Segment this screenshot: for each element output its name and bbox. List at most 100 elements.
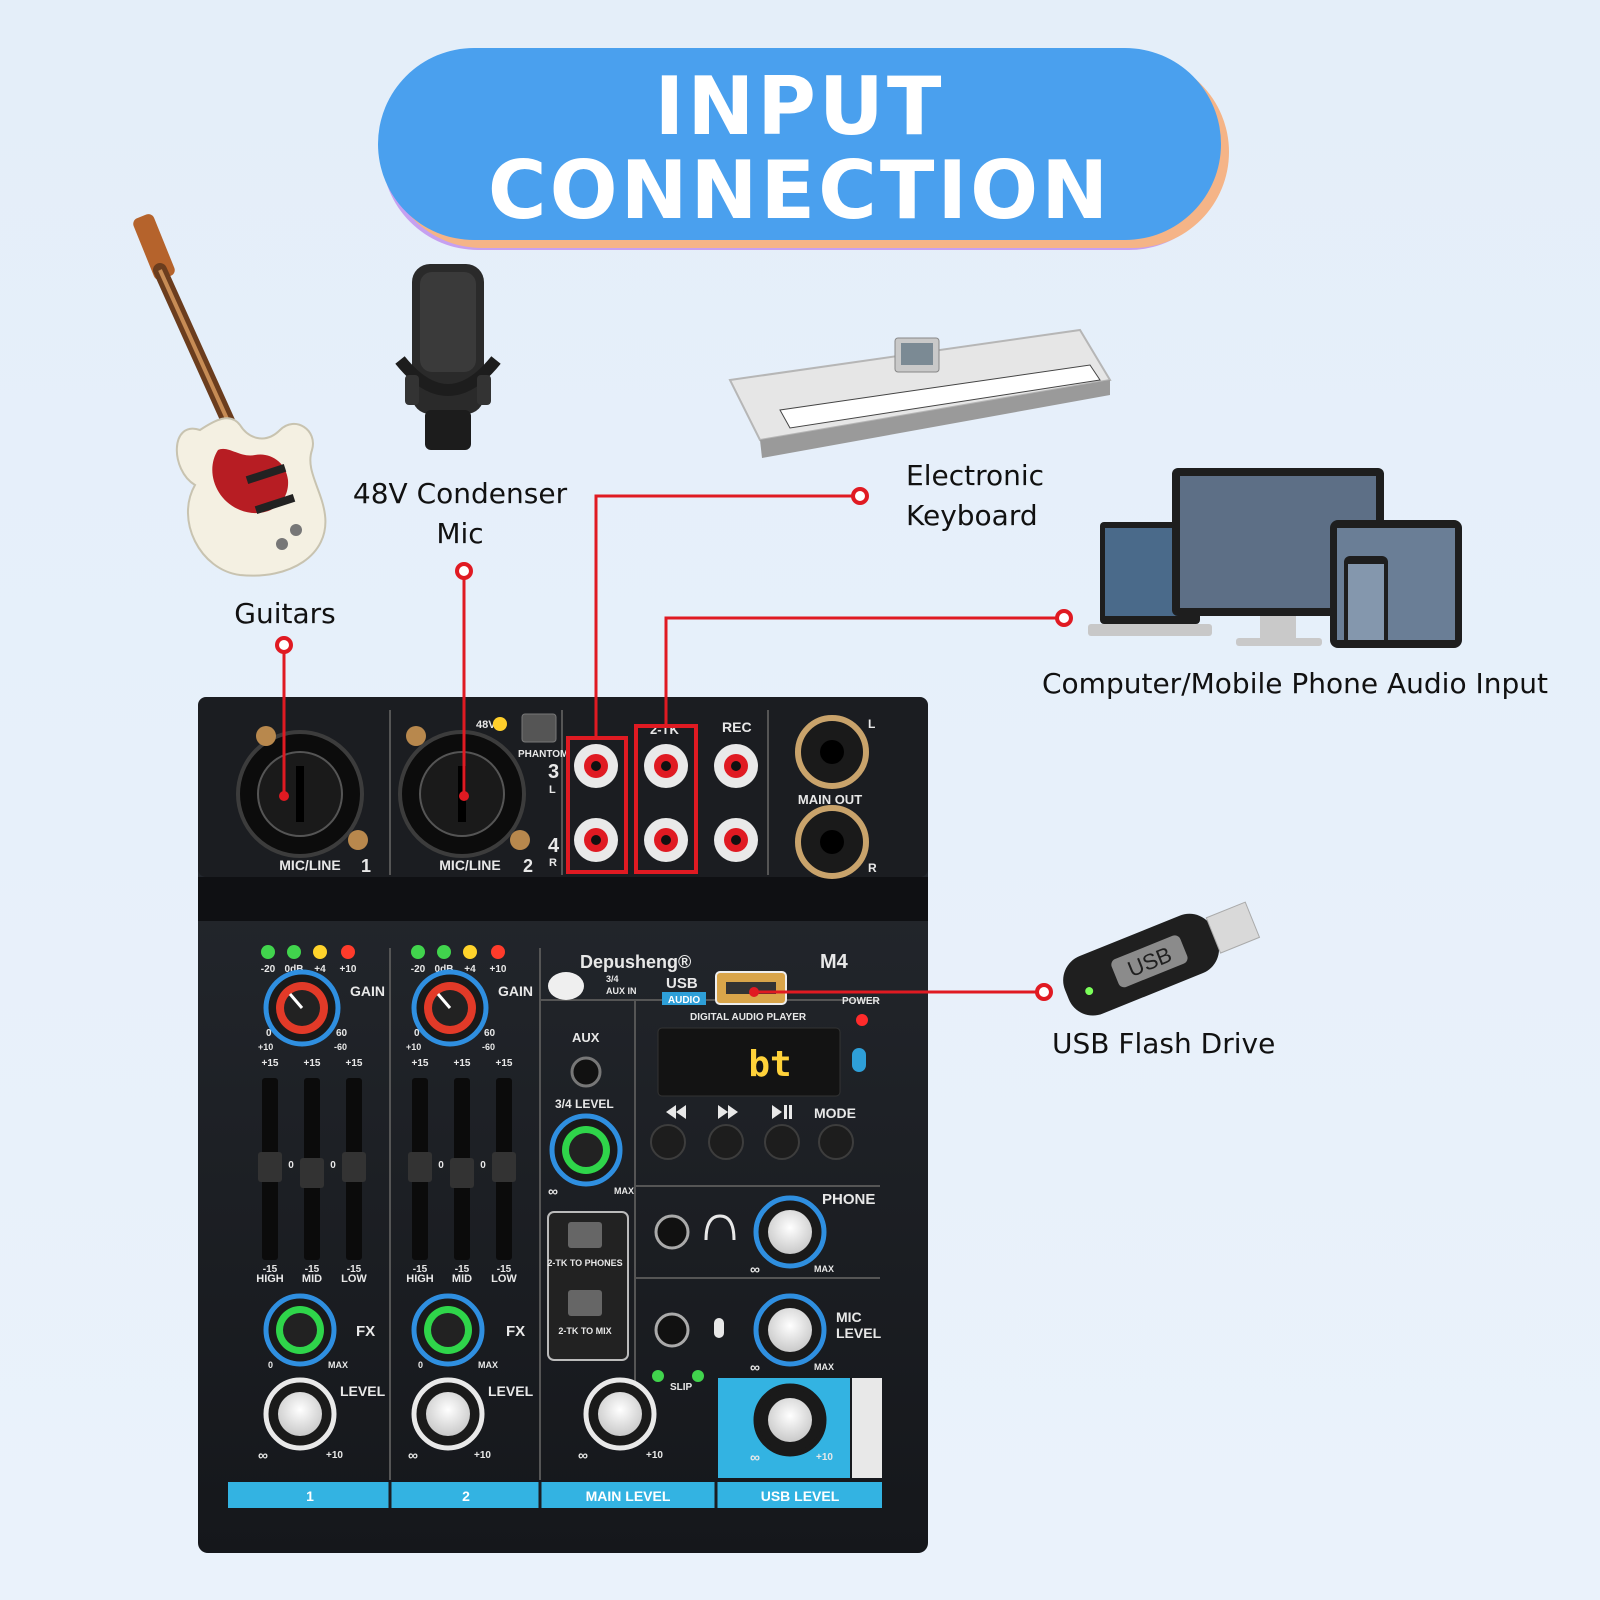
- ch2-eq-bot-1: -15: [413, 1264, 428, 1275]
- ch2-band-low: LOW: [491, 1273, 517, 1285]
- ch1-level-label: LEVEL: [340, 1383, 386, 1399]
- phone-label: PHONE: [822, 1191, 875, 1208]
- headphone-icon: [704, 1214, 736, 1241]
- condenser-mic-icon: [395, 264, 501, 450]
- aux-select-button[interactable]: [548, 972, 584, 1000]
- mode-button[interactable]: [818, 1124, 854, 1160]
- keyboard-label-line2: Keyboard: [906, 499, 1038, 532]
- main-level-max: +10: [646, 1450, 663, 1461]
- phone-max: MAX: [814, 1264, 834, 1274]
- center-section: Depusheng® M4 3/4 AUX IN AUX 3/4 LEVEL ∞…: [547, 951, 882, 1478]
- ch1-fx-label: FX: [356, 1323, 375, 1340]
- ch2-eq-high-slider[interactable]: [408, 1152, 432, 1182]
- mic-level-label-1: MIC: [836, 1309, 862, 1325]
- usb-stick-icon: USB: [1063, 901, 1261, 1016]
- ch2-eq-mid-slider[interactable]: [450, 1158, 474, 1188]
- ch2-level-min: ∞: [408, 1447, 418, 1463]
- ch2-gain-min-b: +10: [406, 1042, 421, 1052]
- ch2-meter-2: 0dB: [435, 964, 454, 975]
- bluetooth-icon: [852, 1048, 866, 1072]
- connector-dots: [275, 487, 1073, 1001]
- input-jack-1[interactable]: [236, 726, 368, 858]
- phone-jack[interactable]: [654, 1214, 690, 1250]
- brand-label: Depusheng®: [580, 952, 691, 972]
- ch1-fx-min: 0: [268, 1360, 273, 1370]
- ch1-meter-2: 0dB: [285, 964, 304, 975]
- rca-34-jacks[interactable]: [574, 744, 618, 862]
- rec-label: REC: [722, 719, 752, 735]
- phantom-button[interactable]: [521, 713, 557, 743]
- ch1-level-max: +10: [326, 1450, 343, 1461]
- usb-label-mixer: USB: [666, 975, 698, 992]
- ch1-eq-zero-1: 0: [288, 1160, 294, 1171]
- computer-label: Computer/Mobile Phone Audio Input: [1042, 667, 1548, 700]
- ch2-fx-max: MAX: [478, 1360, 498, 1370]
- phantom-led: [493, 717, 507, 731]
- ch1-eq-bot-3: -15: [347, 1264, 362, 1275]
- mic-level-max: MAX: [814, 1362, 834, 1372]
- ch1-gain-min: 0: [266, 1028, 272, 1039]
- ch1-eq-top-3: +15: [346, 1058, 363, 1069]
- mic-label-line2: Mic: [436, 517, 484, 550]
- level34-min: ∞: [548, 1183, 558, 1199]
- strip-label-1: 1: [306, 1488, 314, 1504]
- 2tk-phones-button[interactable]: [568, 1222, 602, 1248]
- keyboard-icon: [728, 328, 1112, 458]
- ch2-gain-min: 0: [414, 1028, 420, 1039]
- ch1-gain-max: 60: [336, 1028, 348, 1039]
- ch2-gain-max: 60: [484, 1028, 496, 1039]
- ch1-eq-top-2: +15: [304, 1058, 321, 1069]
- ch1-meter-1: -20: [261, 964, 276, 975]
- ch2-eq-zero-1: 0: [438, 1160, 444, 1171]
- ch1-band-high: HIGH: [256, 1273, 284, 1285]
- play-pause-button[interactable]: [764, 1124, 800, 1160]
- player-label: DIGITAL AUDIO PLAYER: [690, 1012, 807, 1023]
- ch1-band-mid: MID: [302, 1273, 322, 1285]
- ch1-level-min: ∞: [258, 1447, 268, 1463]
- rca-2tk-jacks[interactable]: [644, 744, 688, 862]
- rca-3-sub: L: [549, 784, 556, 796]
- input2-label: MIC/LINE: [439, 857, 500, 873]
- main-out-jacks[interactable]: [795, 715, 869, 879]
- rca-4-sub: R: [549, 857, 557, 869]
- main-level-min: ∞: [578, 1447, 588, 1463]
- mic-label-line1: 48V Condenser: [352, 477, 568, 510]
- ch1-eq-bot-1: -15: [263, 1264, 278, 1275]
- next-button[interactable]: [708, 1124, 744, 1160]
- power-led: [856, 1014, 868, 1026]
- level34-max: MAX: [614, 1186, 634, 1196]
- mic-level-min: ∞: [750, 1359, 760, 1375]
- phantom-label: PHANTOM: [518, 749, 568, 760]
- aux-label: AUX: [572, 1030, 600, 1045]
- rec-jacks[interactable]: [714, 744, 758, 862]
- ch2-meter-4: +10: [490, 964, 507, 975]
- ch2-meter-3: +4: [464, 964, 476, 975]
- 2tk-mix-button[interactable]: [568, 1290, 602, 1316]
- channel-2: -20 0dB +4 +10 GAIN 0 60 +10 -60 +15 +15…: [406, 945, 534, 1463]
- input1-number: 1: [361, 856, 371, 876]
- bottom-strip: 1 2 MAIN LEVEL USB LEVEL: [228, 1482, 882, 1508]
- strip-label-2: 2: [462, 1488, 470, 1504]
- aux-jack[interactable]: [570, 1056, 602, 1088]
- usb-level-max: +10: [816, 1452, 833, 1463]
- power-label: POWER: [842, 996, 881, 1007]
- ch2-eq-top-3: +15: [496, 1058, 513, 1069]
- mic-icon: [714, 1318, 724, 1338]
- ch1-eq-high-slider[interactable]: [258, 1152, 282, 1182]
- prev-button[interactable]: [650, 1124, 686, 1160]
- slip-label: SLIP: [670, 1382, 693, 1393]
- ch2-eq-low-slider[interactable]: [492, 1152, 516, 1182]
- 2tk-mix-label: 2-TK TO MIX: [558, 1326, 611, 1336]
- ch1-meter-3: +4: [314, 964, 326, 975]
- channel-1: -20 0dB +4 +10 GAIN 0 60 +10 -60 +15 +15…: [256, 945, 386, 1463]
- ch1-eq-low-slider[interactable]: [342, 1152, 366, 1182]
- ch2-band-high: HIGH: [406, 1273, 434, 1285]
- ch2-fx-min: 0: [418, 1360, 423, 1370]
- ch1-fx-max: MAX: [328, 1360, 348, 1370]
- usb-label: USB Flash Drive: [1052, 1027, 1276, 1060]
- ch2-level-max: +10: [474, 1450, 491, 1461]
- 2tk-phones-label: 2-TK TO PHONES: [547, 1258, 622, 1268]
- mic-jack[interactable]: [654, 1312, 690, 1348]
- player-display: bt: [748, 1044, 791, 1085]
- ch1-eq-mid-slider[interactable]: [300, 1158, 324, 1188]
